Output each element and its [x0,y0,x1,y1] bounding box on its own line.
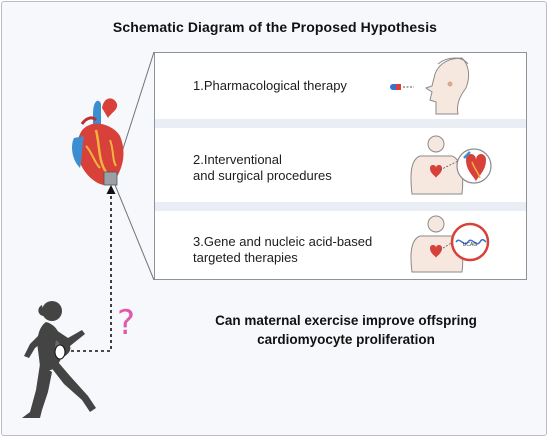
pill-icon [390,84,414,90]
torso-rna-icon [410,215,490,273]
therapy-label-interventional-line1: 2.Interventional [193,152,282,167]
therapy-label-gene-line1: 3.Gene and nucleic acid-based [193,234,373,249]
person-taking-pill-icon [424,57,470,115]
therapy-label-pharmacological: 1.Pharmacological therapy [193,78,347,93]
question-line1: Can maternal exercise improve offspring [215,313,477,328]
question-line2: cardiomyocyte proliferation [257,332,435,347]
dashed-arrow-path [71,194,112,352]
diagram-title: Schematic Diagram of the Proposed Hypoth… [112,19,438,35]
torso-heart-icon [410,135,492,195]
rna-strand-label: UCAG [463,242,478,248]
question-mark: ? [117,303,136,343]
heart-icon [72,98,124,186]
focus-square [103,171,118,186]
therapy-label-interventional-line2: and surgical procedures [193,168,332,183]
zoom-line-bottom [112,179,155,281]
therapy-label-gene-line2: targeted therapies [193,250,298,265]
fetus-icon [54,344,66,360]
arrow-head-icon [106,185,116,194]
